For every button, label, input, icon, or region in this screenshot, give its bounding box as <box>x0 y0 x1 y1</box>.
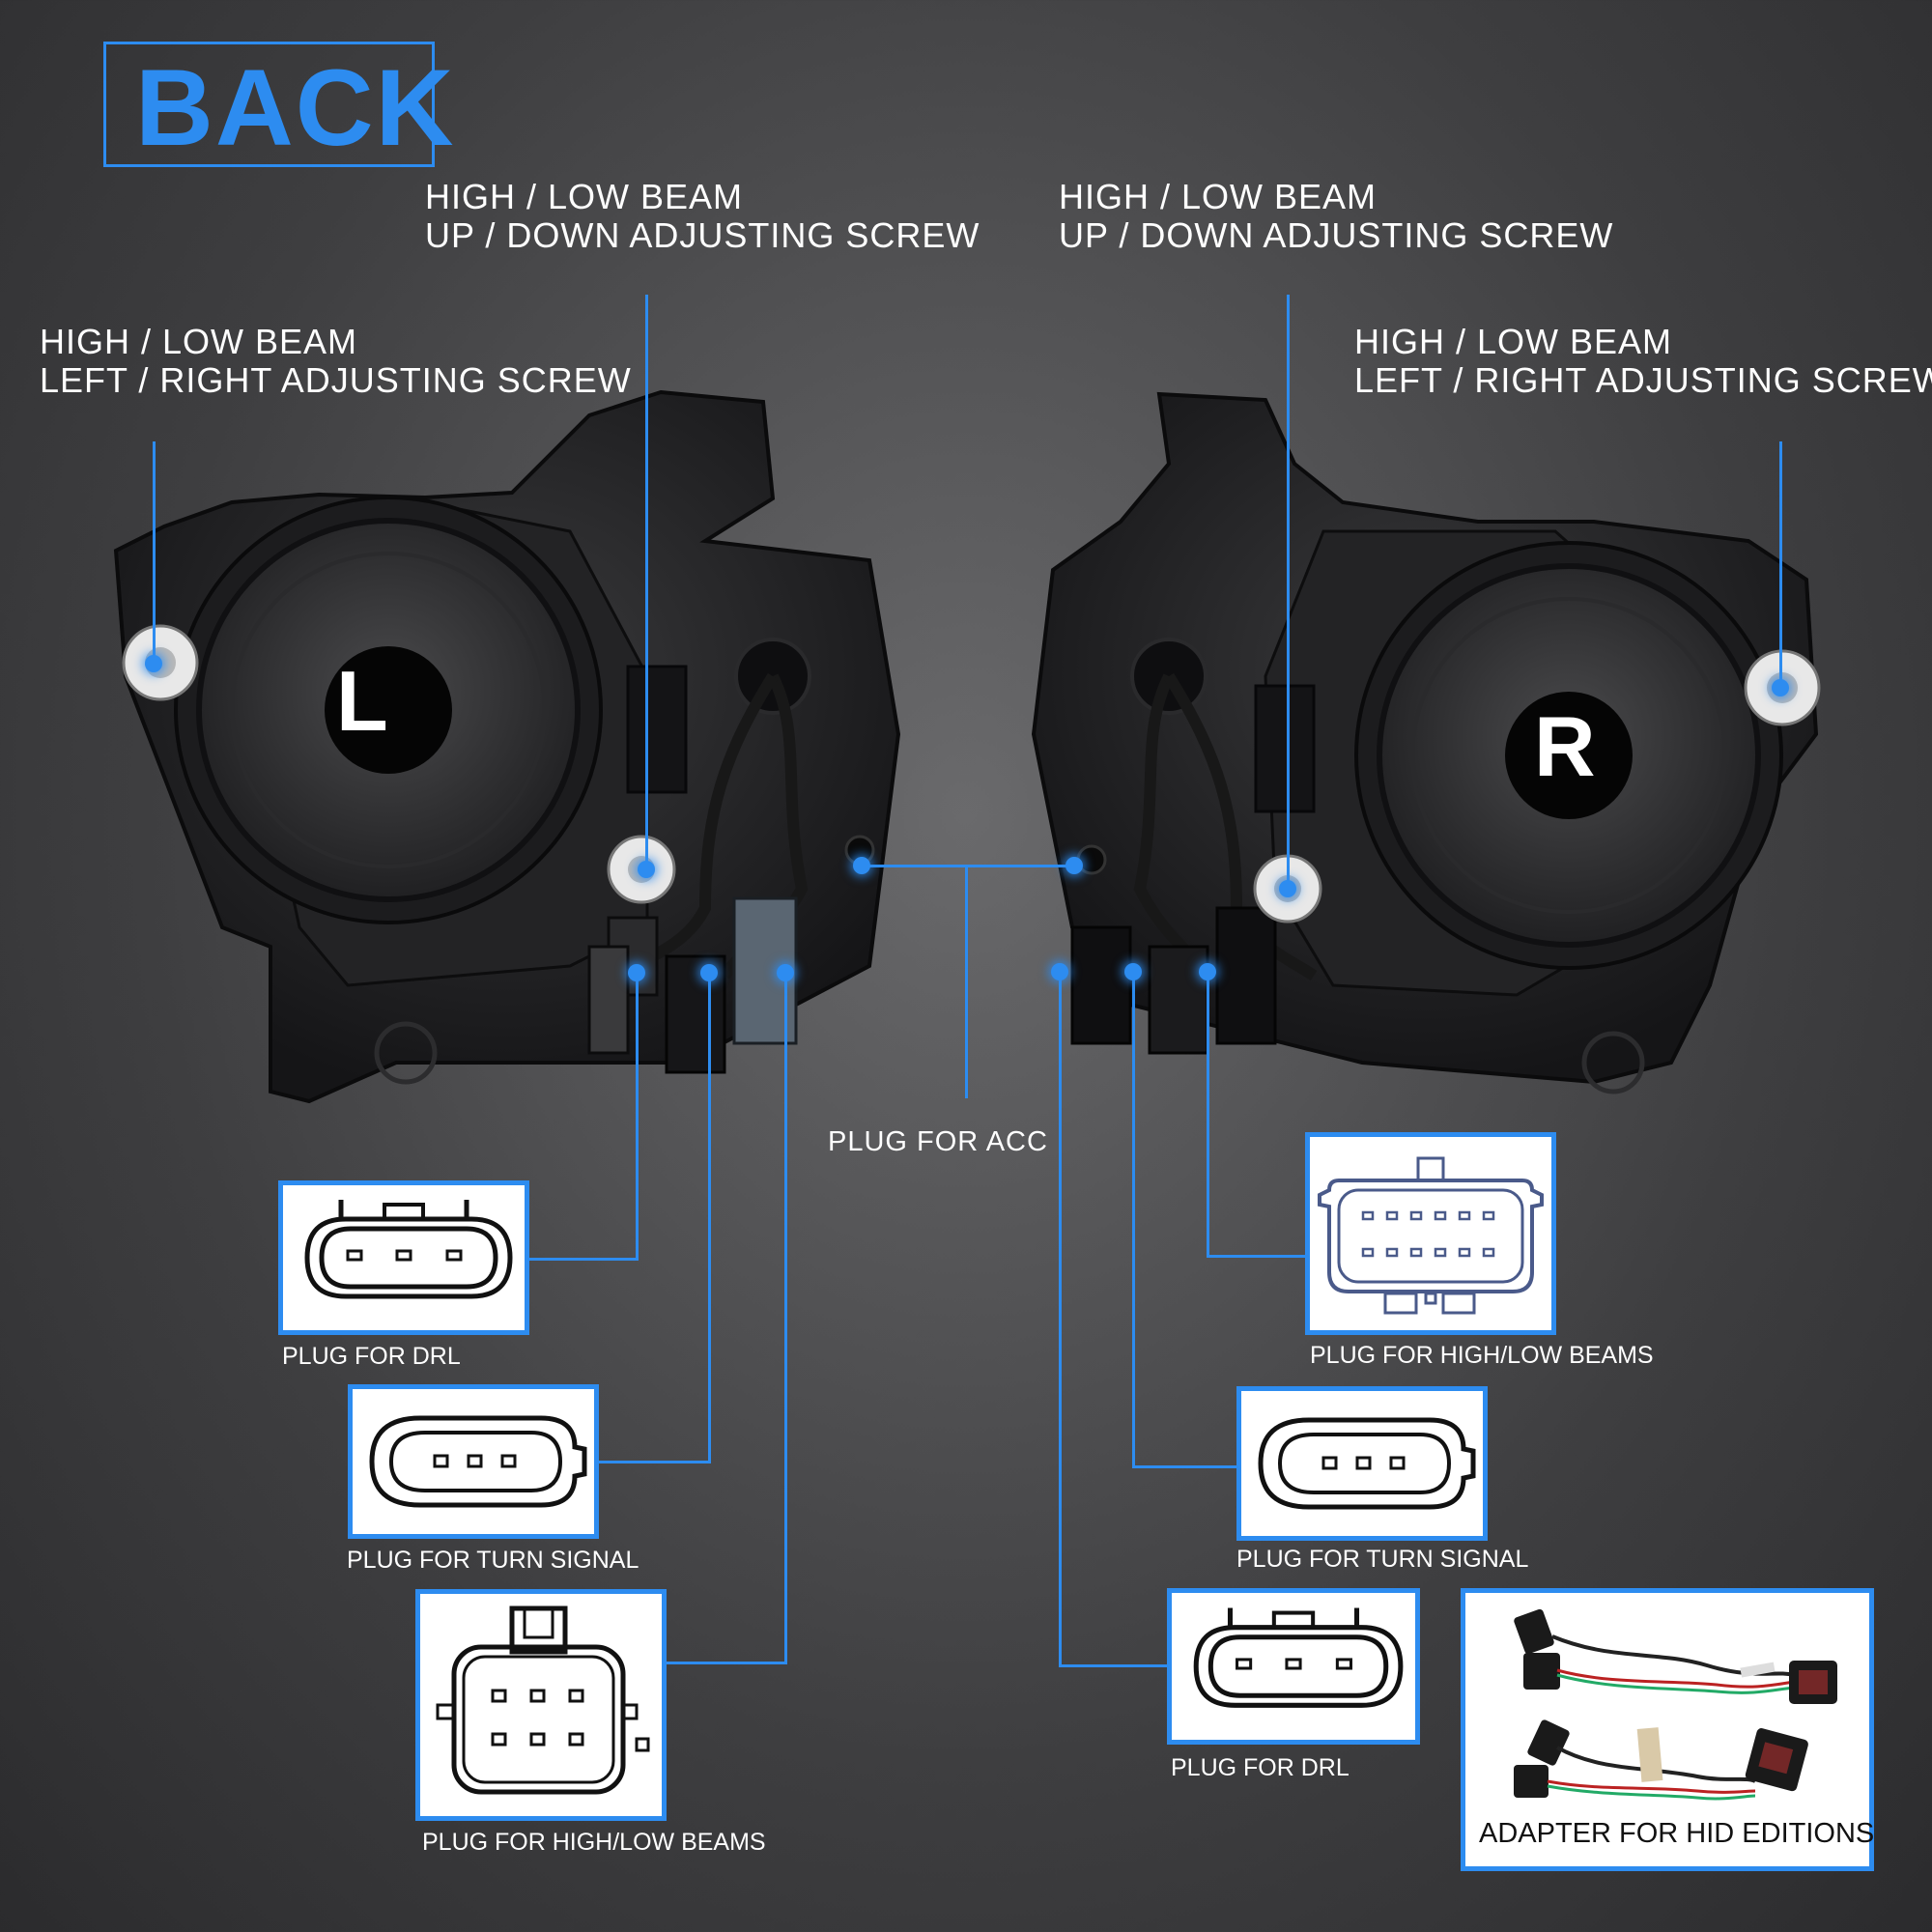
left-beams-plug-label: PLUG FOR HIGH/LOW BEAMS <box>422 1829 766 1856</box>
left-beams-plug-diagram <box>415 1589 667 1821</box>
marker-right-turn <box>1124 963 1142 980</box>
right-turn-plug-diagram <box>1236 1386 1488 1541</box>
updown-screw-label-left-line1: HIGH / LOW BEAM <box>425 177 744 216</box>
marker-right-drl <box>1051 963 1068 980</box>
leader-acc-vertical <box>965 865 968 1098</box>
left-drl-plug-label: PLUG FOR DRL <box>282 1343 461 1370</box>
leader-right-turn-v <box>1132 973 1135 1467</box>
leader-left-turn-v <box>708 974 711 1463</box>
beams-connector-icon-right <box>1318 1156 1544 1315</box>
turn-signal-connector-icon <box>369 1415 587 1508</box>
leader-updown-right <box>1287 295 1290 886</box>
updown-screw-label-left-line2: UP / DOWN ADJUSTING SCREW <box>425 215 980 255</box>
leader-leftright-left <box>153 441 156 664</box>
right-drl-plug-label: PLUG FOR DRL <box>1171 1754 1350 1781</box>
updown-screw-label-right: HIGH / LOW BEAM UP / DOWN ADJUSTING SCRE… <box>1059 178 1613 255</box>
leftright-screw-label-right-line2: LEFT / RIGHT ADJUSTING SCREW <box>1354 360 1932 400</box>
leader-right-turn-h <box>1132 1465 1238 1468</box>
leader-left-drl-v <box>636 974 639 1259</box>
updown-screw-label-right-line1: HIGH / LOW BEAM <box>1059 177 1378 216</box>
left-headlamp <box>113 389 901 1104</box>
marker-left-drl <box>628 964 645 981</box>
hid-adapter-harness-icon <box>1514 1608 1837 1801</box>
leader-updown-left <box>645 295 648 869</box>
leader-right-drl-v <box>1059 973 1062 1667</box>
drl-connector-icon-right <box>1193 1607 1404 1708</box>
marker-updown-screw-left <box>638 861 655 878</box>
right-beams-plug-label: PLUG FOR HIGH/LOW BEAMS <box>1310 1342 1654 1369</box>
right-headlamp <box>1031 391 1821 1094</box>
right-lamp-letter: R <box>1534 698 1596 794</box>
leader-acc-horizontal <box>862 865 1074 867</box>
leader-left-drl-h <box>529 1258 639 1261</box>
right-turn-plug-label: PLUG FOR TURN SIGNAL <box>1236 1546 1529 1573</box>
leftright-screw-label-left-line2: LEFT / RIGHT ADJUSTING SCREW <box>40 360 632 400</box>
marker-acc-right <box>1065 857 1083 874</box>
marker-right-beams <box>1199 963 1216 980</box>
marker-left-turn <box>700 964 718 981</box>
marker-updown-screw-right <box>1279 880 1296 897</box>
leader-left-beams-h <box>667 1662 787 1664</box>
marker-leftright-screw-left <box>145 655 162 672</box>
page-title: BACK <box>135 47 456 168</box>
left-turn-plug-label: PLUG FOR TURN SIGNAL <box>347 1547 639 1574</box>
turn-signal-connector-icon-right <box>1258 1417 1476 1510</box>
title-frame <box>103 42 435 167</box>
adapter-harness-top <box>1514 1608 1837 1704</box>
marker-acc-left <box>853 857 870 874</box>
leader-left-turn-h <box>599 1461 711 1463</box>
leader-left-beams-v <box>784 974 787 1662</box>
leader-right-beams-v <box>1207 973 1209 1257</box>
leader-right-drl-h <box>1059 1664 1171 1667</box>
leftright-screw-label-right: HIGH / LOW BEAM LEFT / RIGHT ADJUSTING S… <box>1354 323 1932 400</box>
right-drl-plug-diagram <box>1167 1588 1420 1745</box>
left-drl-plug-diagram <box>278 1180 529 1335</box>
adapter-harness-bottom <box>1514 1719 1808 1801</box>
leader-right-beams-h <box>1207 1255 1308 1258</box>
left-lamp-letter: L <box>336 653 388 749</box>
marker-left-beams <box>777 964 794 981</box>
leftright-screw-label-left-line1: HIGH / LOW BEAM <box>40 322 358 361</box>
beams-connector-icon-left <box>436 1605 650 1795</box>
left-turn-plug-diagram <box>348 1384 599 1539</box>
updown-screw-label-right-line2: UP / DOWN ADJUSTING SCREW <box>1059 215 1614 255</box>
hid-adapter-label: ADAPTER FOR HID EDITIONS <box>1479 1818 1875 1849</box>
right-beams-plug-diagram <box>1305 1132 1556 1335</box>
updown-screw-label-left: HIGH / LOW BEAM UP / DOWN ADJUSTING SCRE… <box>425 178 980 255</box>
marker-leftright-screw-right <box>1772 679 1789 696</box>
hid-adapter-box: ADAPTER FOR HID EDITIONS <box>1461 1588 1874 1871</box>
leftright-screw-label-left: HIGH / LOW BEAM LEFT / RIGHT ADJUSTING S… <box>40 323 632 400</box>
acc-plug-label: PLUG FOR ACC <box>828 1126 1048 1157</box>
leader-leftright-right <box>1779 441 1782 683</box>
leftright-screw-label-right-line1: HIGH / LOW BEAM <box>1354 322 1673 361</box>
drl-connector-icon <box>304 1200 513 1299</box>
